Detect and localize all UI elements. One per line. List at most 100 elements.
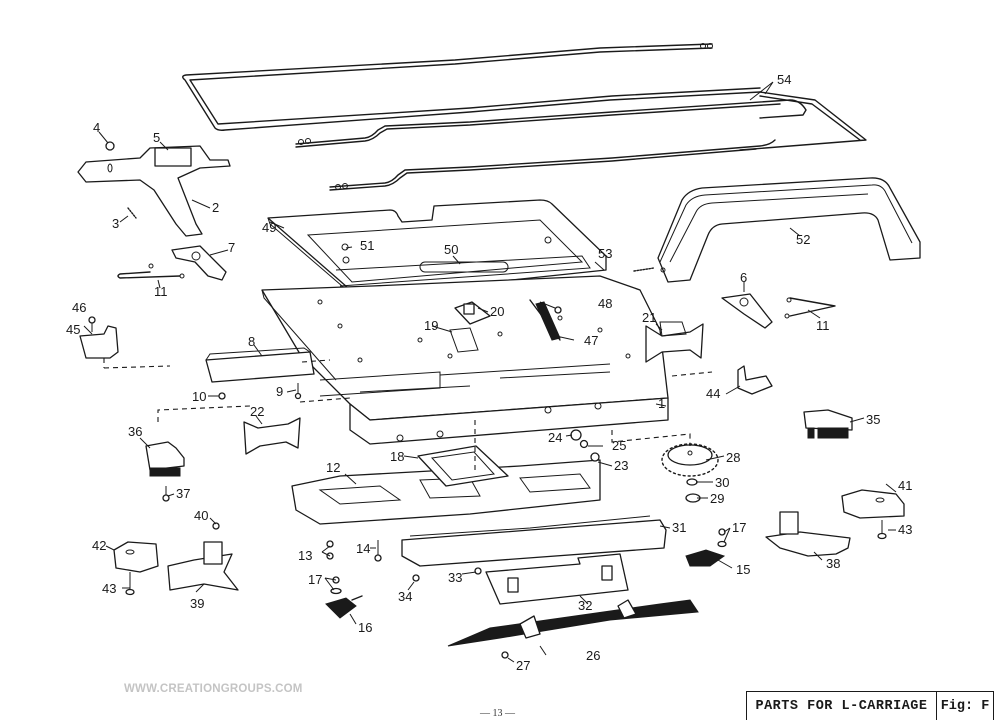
part-39-plate bbox=[167, 541, 239, 591]
callout-49: 49 bbox=[262, 220, 276, 235]
callout-51: 51 bbox=[360, 238, 374, 253]
part-31-lower-rail bbox=[401, 515, 667, 567]
callout-25: 25 bbox=[612, 438, 626, 453]
part-28-brush-wheel bbox=[661, 443, 719, 477]
callout-16: 16 bbox=[358, 620, 372, 635]
callout-11-right: 11 bbox=[816, 318, 830, 333]
callout-52: 52 bbox=[796, 232, 810, 247]
callout-9: 9 bbox=[276, 384, 283, 399]
part-15-latch bbox=[685, 549, 726, 567]
part-41-block bbox=[841, 489, 905, 519]
part-48-screw bbox=[554, 306, 562, 314]
callout-7: 7 bbox=[228, 240, 235, 255]
part-23-screw bbox=[590, 452, 600, 462]
part-33-screw bbox=[474, 567, 482, 575]
part-54-wire-rods bbox=[182, 43, 867, 191]
part-25-washer bbox=[579, 439, 589, 449]
part-11-wire-right bbox=[784, 297, 836, 319]
diagram-title: PARTS FOR L-CARRIAGE bbox=[747, 692, 937, 720]
page-number: — 13 — bbox=[480, 708, 515, 719]
callout-30: 30 bbox=[715, 475, 729, 490]
part-34-screw bbox=[412, 574, 420, 582]
callout-1: 1 bbox=[658, 396, 665, 411]
callout-4: 4 bbox=[93, 120, 100, 135]
part-26-sinker-plate bbox=[447, 599, 699, 647]
part-42-block bbox=[113, 541, 159, 573]
callout-20: 20 bbox=[490, 304, 504, 319]
callout-labels: 4 5 2 3 7 11 49 51 50 53 54 52 6 11 21 4… bbox=[66, 72, 912, 673]
part-38-plate bbox=[765, 511, 851, 557]
part-21-bracket bbox=[645, 321, 704, 363]
part-36-brush-block bbox=[145, 441, 185, 477]
part-9-screw bbox=[294, 383, 302, 400]
callout-13: 13 bbox=[298, 548, 312, 563]
part-43-screw-left bbox=[125, 572, 135, 596]
callout-17-left: 17 bbox=[308, 572, 322, 587]
callout-47: 47 bbox=[584, 333, 598, 348]
part-12-carriage-plate bbox=[291, 459, 601, 525]
part-53-spring bbox=[633, 267, 655, 272]
part-46-screw bbox=[88, 316, 96, 332]
callout-10: 10 bbox=[192, 389, 206, 404]
part-24-washer bbox=[570, 429, 582, 441]
callout-2: 2 bbox=[212, 200, 219, 215]
part-10-screw bbox=[218, 392, 226, 400]
part-6-plate bbox=[721, 293, 773, 329]
callout-18: 18 bbox=[390, 449, 404, 464]
part-1-main-plate bbox=[261, 275, 669, 445]
callout-44: 44 bbox=[706, 386, 720, 401]
callout-6: 6 bbox=[740, 270, 747, 285]
callout-32: 32 bbox=[578, 598, 592, 613]
assembly-lines bbox=[103, 358, 713, 470]
callout-31: 31 bbox=[672, 520, 686, 535]
part-4-nut bbox=[105, 141, 115, 151]
callout-5: 5 bbox=[153, 130, 160, 145]
part-52-handle bbox=[657, 177, 921, 283]
callout-50: 50 bbox=[444, 242, 458, 257]
figure-label: Fig: F bbox=[940, 698, 990, 714]
part-37-screw bbox=[162, 486, 170, 502]
part-3-spring bbox=[127, 207, 137, 219]
part-49-top-cover bbox=[267, 199, 607, 299]
callout-21: 21 bbox=[642, 310, 656, 325]
callout-24: 24 bbox=[548, 430, 562, 445]
part-14-screw bbox=[374, 540, 382, 562]
part-45-bracket bbox=[79, 325, 119, 359]
part-30-washer bbox=[686, 478, 698, 486]
callout-42: 42 bbox=[92, 538, 106, 553]
part-17-screws-right bbox=[717, 528, 727, 548]
callout-48: 48 bbox=[598, 296, 612, 311]
part-19-clip bbox=[449, 327, 479, 353]
callout-33: 33 bbox=[448, 570, 462, 585]
callout-45: 45 bbox=[66, 322, 80, 337]
callout-28: 28 bbox=[726, 450, 740, 465]
part-11-wire-left bbox=[117, 263, 185, 279]
callout-22: 22 bbox=[250, 404, 264, 419]
part-8-rail bbox=[205, 347, 315, 383]
part-22-bracket bbox=[243, 417, 301, 455]
part-18-frame bbox=[417, 445, 509, 487]
callout-37: 37 bbox=[176, 486, 190, 501]
callout-17-right: 17 bbox=[732, 520, 746, 535]
callout-23: 23 bbox=[614, 458, 628, 473]
callout-29: 29 bbox=[710, 491, 724, 506]
part-40-screw bbox=[212, 522, 220, 530]
callout-26: 26 bbox=[586, 648, 600, 663]
callout-43-right: 43 bbox=[898, 522, 912, 537]
callout-27: 27 bbox=[516, 658, 530, 673]
callout-43-left: 43 bbox=[102, 581, 116, 596]
part-35-brush-block bbox=[803, 409, 853, 439]
part-7-plate bbox=[171, 245, 227, 281]
callout-3: 3 bbox=[112, 216, 119, 231]
part-2-bracket bbox=[77, 145, 231, 237]
callout-41: 41 bbox=[898, 478, 912, 493]
part-44-bracket bbox=[737, 365, 773, 395]
part-20-knob bbox=[454, 301, 491, 325]
part-43-screw-right bbox=[877, 520, 887, 540]
callout-54: 54 bbox=[777, 72, 791, 87]
callout-8: 8 bbox=[248, 334, 255, 349]
part-16-latch bbox=[325, 595, 363, 619]
callout-15: 15 bbox=[736, 562, 750, 577]
leader-lines bbox=[83, 81, 897, 663]
